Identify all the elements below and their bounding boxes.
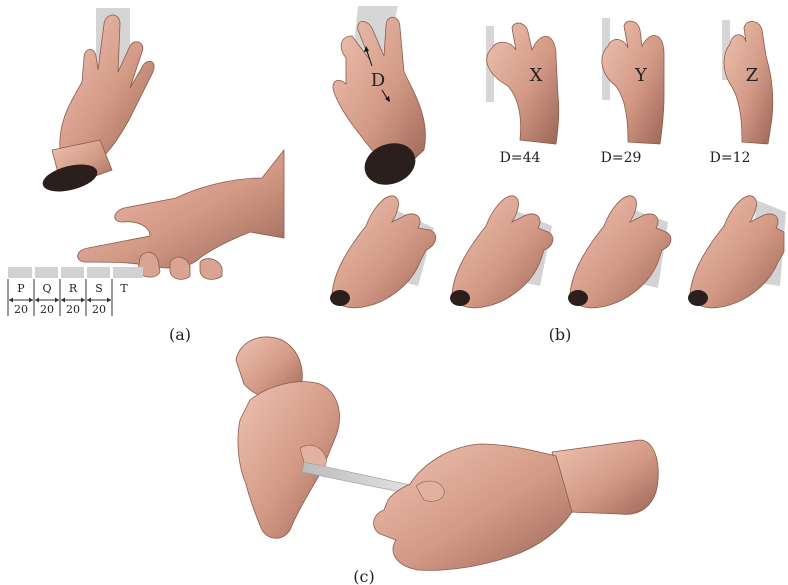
- grip-letter-x: X: [530, 65, 543, 86]
- grip-letter-z: Z: [746, 65, 759, 86]
- slot-strip: [8, 267, 143, 278]
- grasp-hand-2: [450, 196, 553, 308]
- grasp-hand-3: [568, 196, 671, 308]
- slot-label-q: Q: [42, 282, 51, 295]
- hand-grip-y: [602, 18, 664, 144]
- left-hand-c: [236, 337, 339, 538]
- slot-label-r: R: [69, 282, 78, 295]
- wrist-cuff: [688, 290, 708, 306]
- wrist-cuff: [330, 290, 350, 306]
- grasp-sequence: [330, 196, 786, 308]
- caption-c: (c): [353, 567, 374, 585]
- spacing-label: 20: [14, 303, 28, 316]
- grip-distance-x: D=44: [500, 150, 541, 166]
- slot-label-p: P: [17, 282, 25, 295]
- slot-label-s: S: [95, 282, 103, 295]
- panel-c: (c): [236, 337, 658, 585]
- slot-label-t: T: [120, 282, 128, 295]
- grasp-hand-1: [330, 196, 436, 308]
- spacing-label: 20: [40, 303, 54, 316]
- caption-a: (a): [169, 325, 191, 344]
- wrist-cuff: [450, 290, 470, 306]
- grip-distance-label: D: [371, 70, 385, 91]
- spacing-label: 20: [92, 303, 106, 316]
- hand-upright-a: [40, 8, 154, 196]
- grasp-hand-4: [688, 196, 786, 308]
- wrist-cuff: [568, 290, 588, 306]
- spacing-label: 20: [66, 303, 80, 316]
- right-hand-c: [374, 440, 659, 570]
- grip-distance-y: D=29: [601, 150, 642, 166]
- caption-b: (b): [549, 325, 572, 344]
- panel-b: D X D=44 Y D=29 Z D=12: [330, 6, 786, 344]
- hand-grip-large: [333, 6, 425, 192]
- hand-grip-x: [486, 23, 559, 144]
- grip-distance-z: D=12: [710, 150, 751, 166]
- panel-a: P Q R S T 20 20 20 20 (a): [8, 8, 284, 344]
- grip-letter-y: Y: [634, 65, 648, 86]
